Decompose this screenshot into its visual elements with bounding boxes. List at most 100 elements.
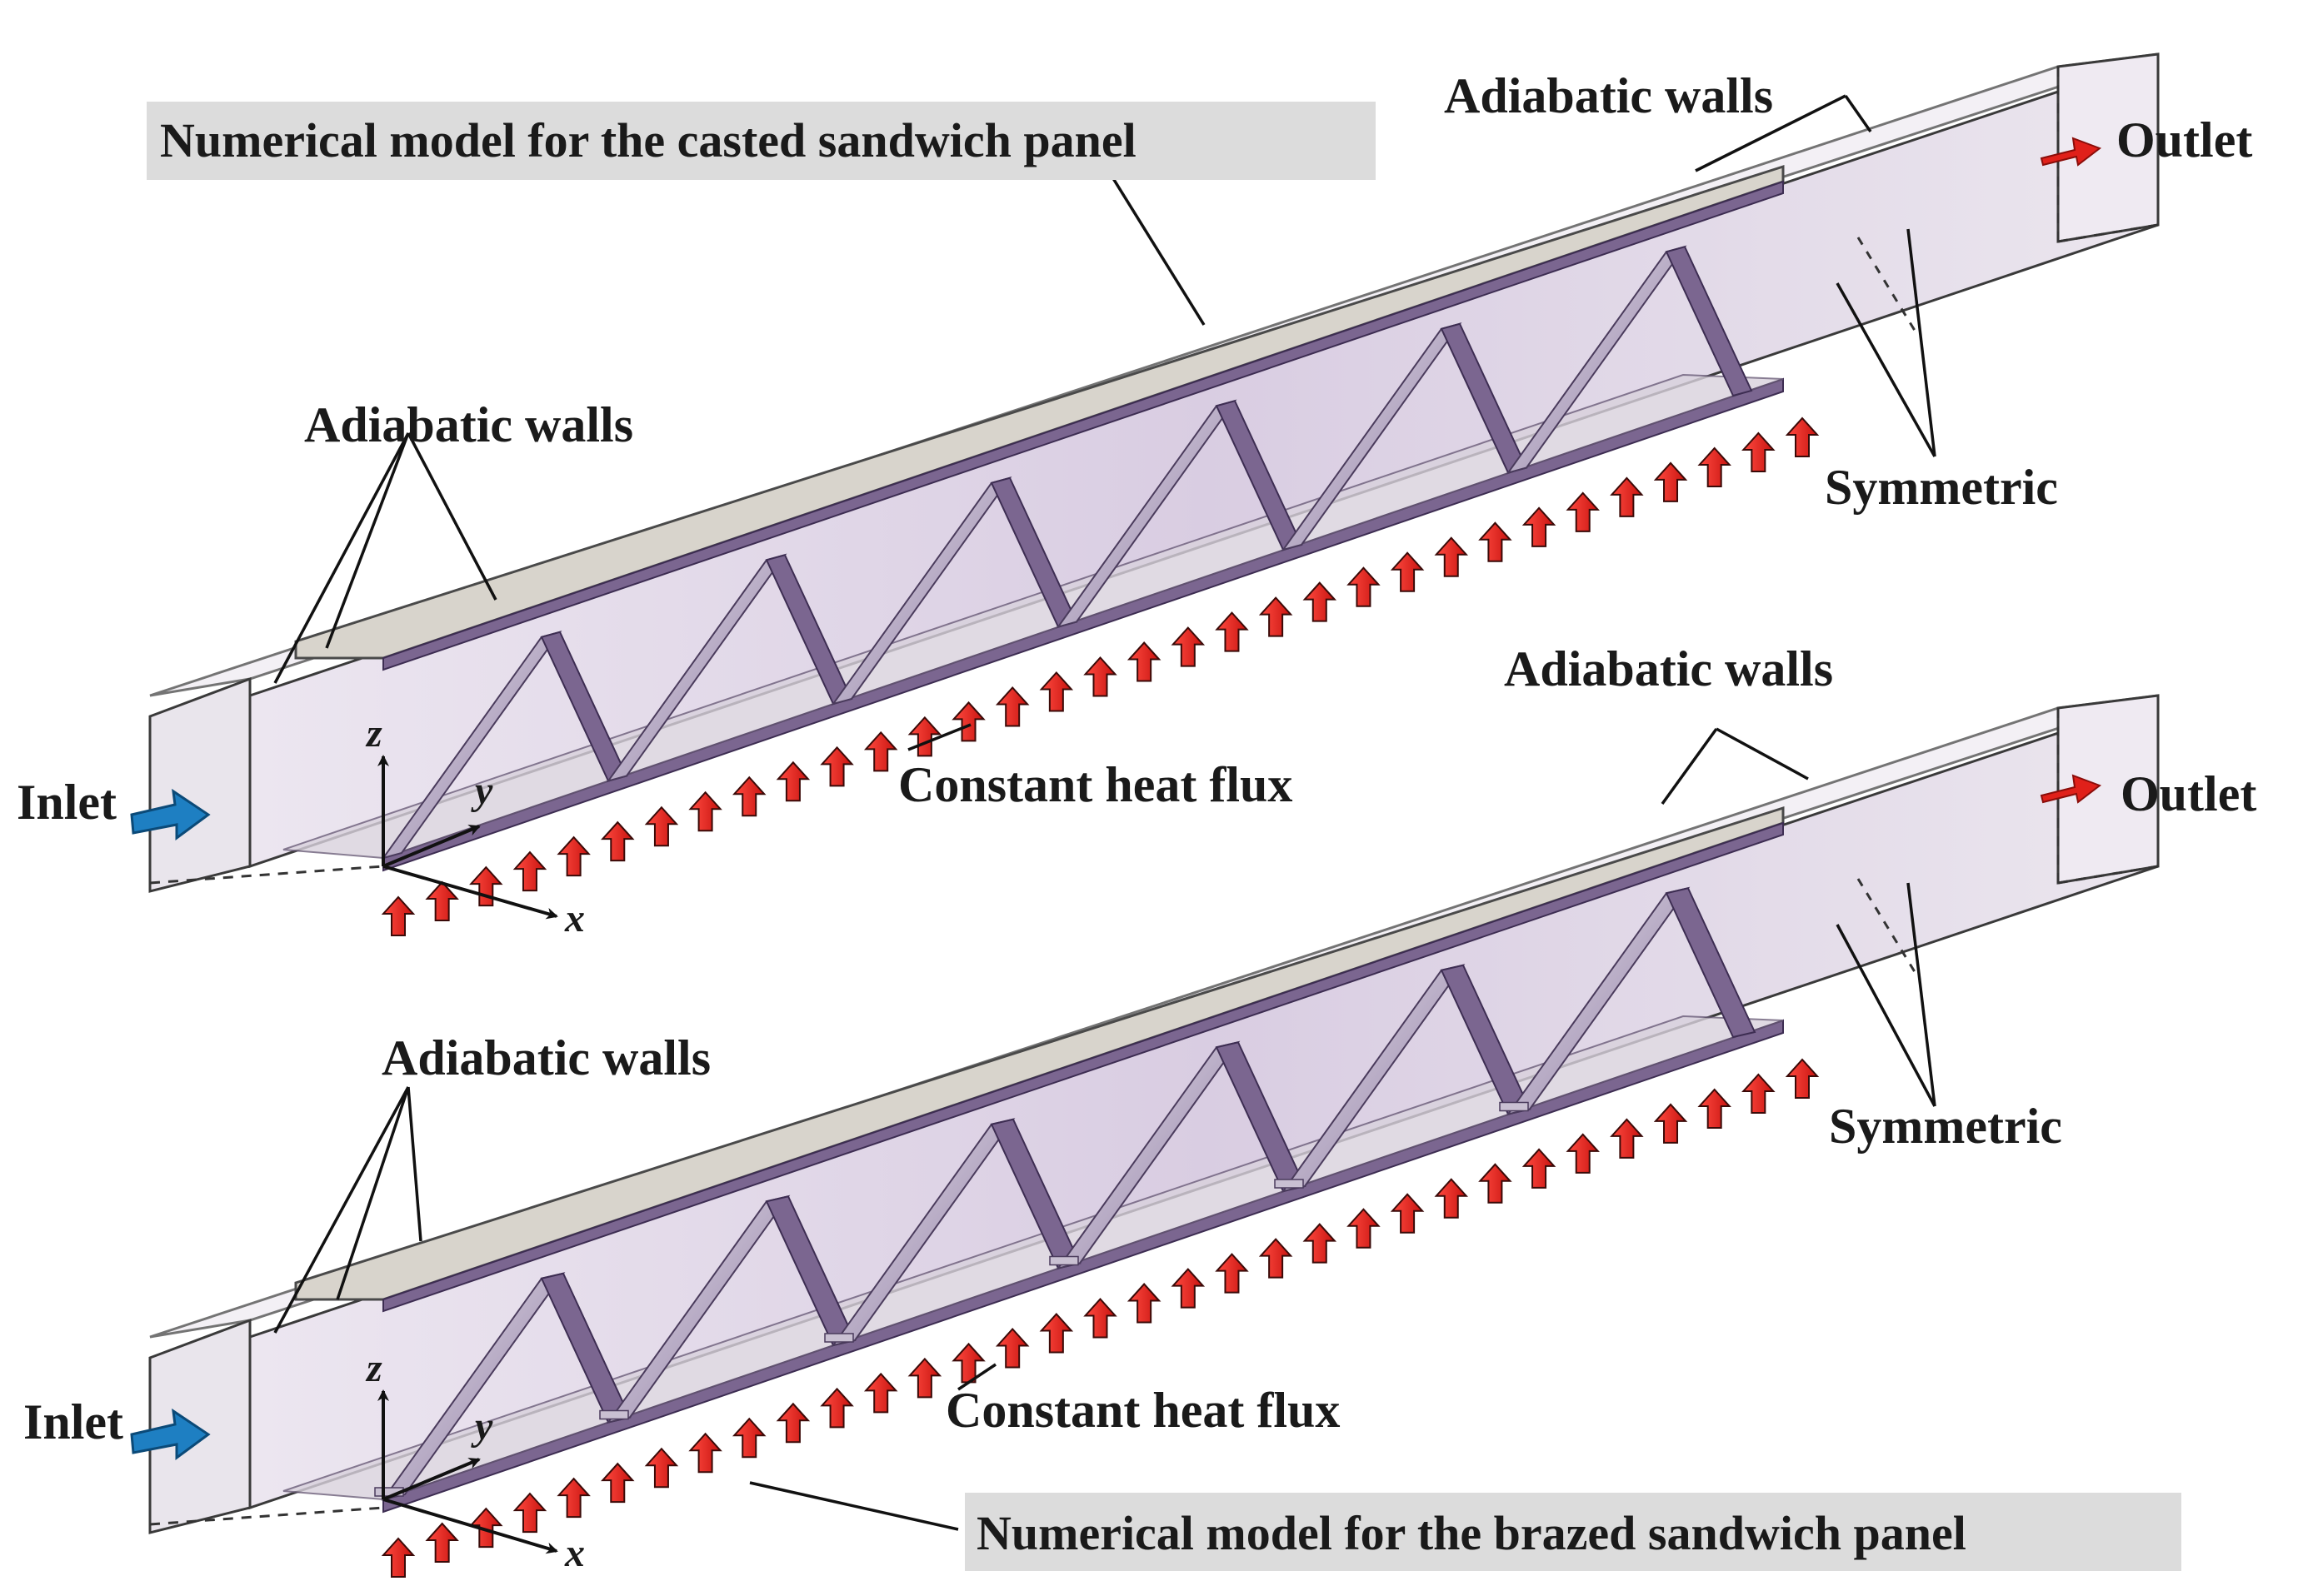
heat-arrow-shape bbox=[820, 1387, 854, 1429]
heat-arrow-shape bbox=[732, 1417, 767, 1459]
heat-flux-arrow-icon bbox=[1741, 431, 1776, 472]
heat-arrow-shape bbox=[1083, 656, 1117, 697]
heat-arrow-shape bbox=[601, 820, 635, 862]
heat-arrow-shape bbox=[776, 1402, 811, 1444]
heat-arrow-shape bbox=[1346, 566, 1381, 607]
truss-strut bbox=[1665, 246, 1753, 397]
brazed-leader-lines bbox=[273, 727, 1936, 1531]
heat-arrow-shape bbox=[995, 686, 1030, 727]
heat-flux-arrow-icon bbox=[995, 686, 1030, 727]
heat-flux-arrow-icon bbox=[425, 1522, 459, 1564]
heat-flux-arrow-icon bbox=[1127, 1283, 1161, 1324]
heat-arrow-shape bbox=[688, 791, 722, 832]
heat-flux-arrow-icon bbox=[601, 1462, 635, 1504]
brazed-axis-x-label: x bbox=[564, 1531, 585, 1575]
heat-arrow-shape bbox=[644, 1447, 679, 1489]
heat-arrow-shape bbox=[425, 880, 459, 922]
heat-flux-arrow-icon bbox=[1434, 536, 1468, 577]
heat-flux-arrow-icon bbox=[1653, 1103, 1688, 1144]
heat-arrow-shape bbox=[952, 701, 986, 742]
heat-flux-arrow-icon bbox=[1566, 1133, 1600, 1174]
heat-arrow-shape bbox=[1741, 431, 1776, 472]
heat-arrow-shape bbox=[1521, 506, 1556, 547]
heat-flux-arrow-icon bbox=[688, 791, 722, 832]
brazed-inlet-label: Inlet bbox=[23, 1394, 123, 1449]
heat-flux-arrow-icon bbox=[1215, 1253, 1249, 1294]
brazed-axis-z-label: z bbox=[365, 1346, 382, 1390]
inlet-face bbox=[148, 676, 252, 893]
heat-arrow-shape bbox=[863, 1372, 898, 1414]
heat-arrow-shape bbox=[1610, 476, 1644, 517]
brazed-symmetric-label: Symmetric bbox=[1829, 1099, 2062, 1154]
heat-flux-arrow-icon bbox=[952, 701, 986, 742]
heat-flux-arrow-icon bbox=[820, 746, 854, 787]
heat-flux-arrow-icon bbox=[863, 1372, 898, 1414]
heat-flux-arrow-icon bbox=[1434, 1178, 1468, 1219]
heat-flux-arrow-icon bbox=[469, 865, 503, 907]
top-rail bbox=[382, 821, 1784, 1313]
brazed-axis-y-label: y bbox=[471, 1404, 493, 1449]
heat-arrow-shape bbox=[1434, 536, 1468, 577]
brazed-heat-flux-arrows bbox=[381, 1058, 1820, 1578]
heat-arrow-shape bbox=[1039, 671, 1074, 712]
casted-title-box bbox=[147, 102, 1376, 180]
brazed-axes bbox=[377, 1389, 558, 1554]
heat-arrow-shape bbox=[1258, 1238, 1293, 1279]
heat-arrow-shape bbox=[1741, 1073, 1776, 1114]
casted-heat-flux-label: Constant heat flux bbox=[898, 757, 1292, 812]
heat-flux-arrow-icon bbox=[907, 716, 942, 757]
heat-flux-arrow-icon bbox=[732, 776, 767, 817]
heat-flux-arrow-icon bbox=[820, 1387, 854, 1429]
heat-flux-arrow-icon bbox=[1478, 521, 1512, 562]
heat-flux-arrow-icon bbox=[1346, 566, 1381, 607]
heat-flux-arrow-icon bbox=[1215, 611, 1249, 652]
heat-arrow-shape bbox=[1039, 1312, 1074, 1354]
bottom-face-sheet bbox=[282, 373, 1784, 860]
outlet-arrow-icon bbox=[2040, 774, 2102, 804]
brazed-adiabatic-top-label: Adiabatic walls bbox=[1504, 641, 1833, 696]
heat-flux-arrow-icon bbox=[776, 1402, 811, 1444]
heat-flux-arrow-icon bbox=[1083, 1298, 1117, 1339]
heat-flux-arrow-icon bbox=[1039, 1312, 1074, 1354]
casted-title: Numerical model for the casted sandwich … bbox=[160, 113, 1137, 167]
casted-leader-lines bbox=[273, 94, 1936, 751]
heat-arrow-shape bbox=[1258, 596, 1293, 637]
heat-arrow-shape bbox=[1434, 1178, 1468, 1219]
brazed-outlet-label: Outlet bbox=[2121, 766, 2256, 821]
heat-arrow-shape bbox=[469, 865, 503, 907]
heat-flux-arrow-icon bbox=[1521, 506, 1556, 547]
casted-outlet-label: Outlet bbox=[2116, 112, 2252, 167]
heat-arrow-shape bbox=[1521, 1148, 1556, 1189]
heat-arrow-shape bbox=[512, 1492, 547, 1534]
heat-flux-arrow-icon bbox=[601, 820, 635, 862]
heat-arrow-shape bbox=[1127, 1283, 1161, 1324]
heat-flux-arrow-icon bbox=[732, 1417, 767, 1459]
outlet-arrow-icon bbox=[2040, 137, 2102, 167]
heat-arrow-shape bbox=[1302, 1223, 1337, 1264]
heat-flux-arrow-icon bbox=[1346, 1208, 1381, 1249]
heat-flux-arrow-icon bbox=[1653, 461, 1688, 502]
heat-arrow-shape bbox=[1346, 1208, 1381, 1249]
brazed-title: Numerical model for the brazed sandwich … bbox=[977, 1506, 1966, 1560]
heat-flux-arrow-icon bbox=[1697, 446, 1731, 487]
heat-arrow-shape bbox=[688, 1432, 722, 1474]
heat-arrow-shape bbox=[1171, 626, 1206, 667]
heat-arrow-shape bbox=[1083, 1298, 1117, 1339]
symmetry-line bbox=[1856, 237, 1918, 334]
heat-flux-arrow-icon bbox=[1083, 656, 1117, 697]
heat-arrow-shape bbox=[1215, 1253, 1249, 1294]
brazed-panel: Numerical model for the brazed sandwich … bbox=[23, 641, 2256, 1578]
casted-panel: Numerical model for the casted sandwich … bbox=[17, 52, 2252, 940]
heat-arrow-shape bbox=[995, 1327, 1030, 1369]
heat-arrow-shape bbox=[512, 850, 547, 892]
heat-flux-arrow-icon bbox=[1610, 1118, 1644, 1159]
truss-strut bbox=[1665, 887, 1756, 1039]
heat-arrow-shape bbox=[1785, 1058, 1820, 1099]
brazed-truss-core bbox=[282, 805, 1785, 1514]
heat-arrow-shape bbox=[1653, 1103, 1688, 1144]
heat-flux-arrow-icon bbox=[1302, 581, 1337, 622]
braze-joint bbox=[1499, 1101, 1529, 1112]
top-rail bbox=[382, 180, 1784, 671]
heat-arrow-shape bbox=[1478, 521, 1512, 562]
